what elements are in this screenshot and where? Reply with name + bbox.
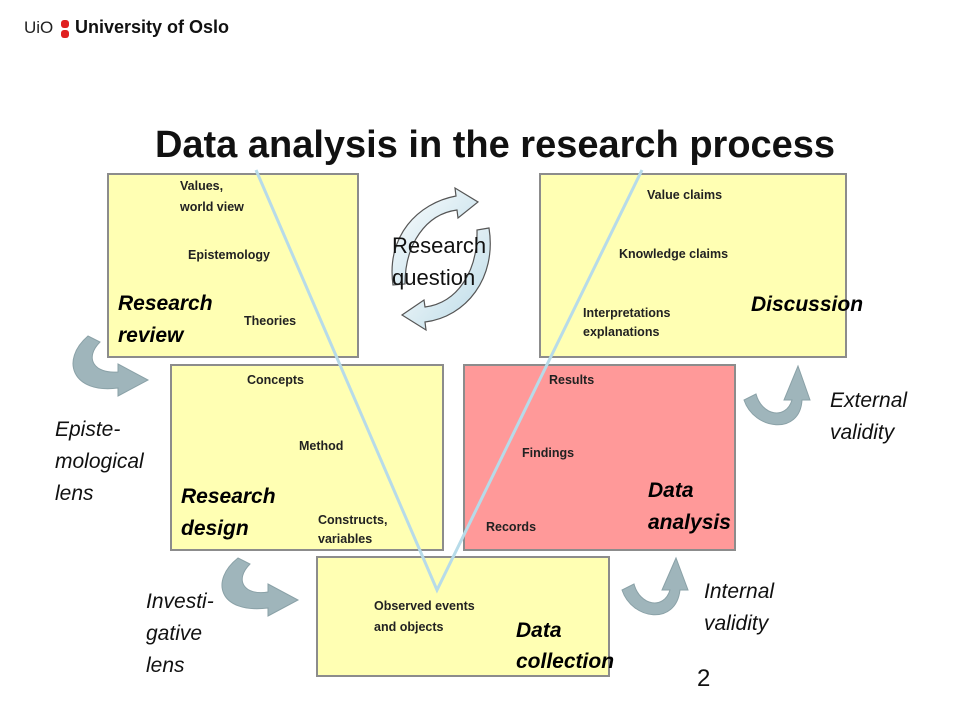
analysis-title-line2: analysis <box>648 511 731 534</box>
internal-validity-arrow-icon <box>621 556 689 616</box>
analysis-title-line1: Data <box>648 479 694 502</box>
review-item-values: Values, <box>180 179 224 193</box>
external-validity-line1: External <box>830 389 908 412</box>
design-title-line1: Research <box>181 485 276 508</box>
epistemological-lens-line2: mological <box>55 450 144 473</box>
analysis-item-results: Results <box>549 373 595 387</box>
logo-seal-icon <box>61 20 69 38</box>
external-validity-line2: validity <box>830 421 895 444</box>
discussion-item-value-claims: Value claims <box>647 188 723 202</box>
collection-item-objects: and objects <box>374 620 444 634</box>
review-title-line2: review <box>118 324 184 347</box>
review-item-theories: Theories <box>244 314 297 328</box>
epistemological-lens-line1: Episte- <box>55 418 121 441</box>
investigative-lens-line1: Investi- <box>146 590 214 613</box>
slide-title: Data analysis in the research process <box>154 124 836 166</box>
internal-validity-line2: validity <box>704 612 769 635</box>
review-item-world-view: world view <box>180 200 244 214</box>
data-collection-box <box>316 556 610 677</box>
analysis-item-records: Records <box>486 520 537 534</box>
investigative-lens-line2: gative <box>146 622 203 645</box>
discussion-item-interpretations: Interpretations <box>583 306 671 320</box>
review-item-epistemology: Epistemology <box>188 248 270 262</box>
logo-uio-text: UiO <box>24 18 54 37</box>
discussion-item-explanations: explanations <box>583 325 660 339</box>
research-cycle-icon <box>391 186 491 332</box>
discussion-title: Discussion <box>751 293 864 316</box>
page-number: 2 <box>697 665 711 692</box>
epistemological-lens-arrow-icon <box>72 335 150 397</box>
v-shape-line <box>254 169 644 594</box>
collection-item-observed-events: Observed events <box>374 599 475 613</box>
discussion-box <box>539 173 847 358</box>
research-review-box <box>107 173 359 358</box>
design-title-line2: design <box>181 517 249 540</box>
data-analysis-box <box>463 364 736 551</box>
collection-title-line2: collection <box>516 650 615 673</box>
discussion-item-knowledge-claims: Knowledge claims <box>619 247 729 261</box>
design-item-constructs: Constructs, <box>318 513 388 527</box>
research-design-box <box>170 364 444 551</box>
design-item-method: Method <box>299 439 344 453</box>
research-question-line1: Research <box>392 233 487 258</box>
analysis-item-findings: Findings <box>522 446 575 460</box>
external-validity-arrow-icon <box>743 364 811 426</box>
collection-title-line1: Data <box>516 619 562 642</box>
logo-university-name: University of Oslo <box>75 17 230 37</box>
epistemological-lens-line3: lens <box>55 482 94 505</box>
review-title-line1: Research <box>118 292 213 315</box>
research-question-line2: question <box>392 265 476 290</box>
design-item-variables: variables <box>318 532 373 546</box>
investigative-lens-line3: lens <box>146 654 185 677</box>
internal-validity-line1: Internal <box>704 580 775 603</box>
design-item-concepts: Concepts <box>247 373 304 387</box>
investigative-lens-arrow-icon <box>221 557 300 617</box>
